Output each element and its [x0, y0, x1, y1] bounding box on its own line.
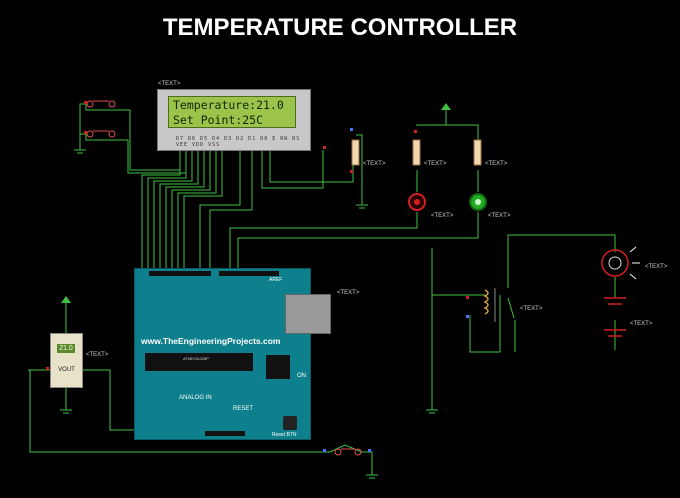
voltmeter-label: VOUT [58, 367, 75, 373]
lcd-line-1: Temperature:21.0 [173, 98, 284, 112]
tag-green-led: <TEXT> [488, 213, 511, 219]
reset-label: RESET [233, 406, 254, 412]
wire-relay-switch [507, 234, 616, 288]
website-label: www.TheEngineeringProjects.com [141, 336, 281, 346]
wire-relay-to-board [469, 295, 501, 353]
potentiometer [351, 139, 360, 166]
battery [604, 297, 626, 337]
wire-lcd-d6 [147, 150, 187, 270]
tag-green-res: <TEXT> [485, 161, 508, 167]
switch-top [86, 100, 116, 108]
wire-switch-bottom [85, 134, 186, 174]
resistor-green-led [473, 139, 482, 166]
analog-header [205, 431, 245, 436]
lcd-screen: Temperature:21.0 Set Point:25C [168, 96, 296, 128]
wire-red-led-to-board [229, 212, 418, 270]
arduino-board: AREF www.TheEngineeringProjects.com ATME… [134, 268, 331, 440]
tag-pot: <TEXT> [363, 161, 386, 167]
wire-led-top [416, 124, 479, 140]
wire-lcd-rs [209, 150, 253, 270]
chip-label: ATMEGA328P [183, 356, 209, 361]
wire-switches-gnd [79, 103, 86, 150]
wire-switch-top [85, 104, 180, 171]
lcd-pin-labels: D7 D6 D5 D4 D3 D2 D1 D0 E RW RS VEE VDD … [176, 136, 301, 148]
page-title: TEMPERATURE CONTROLLER [162, 14, 518, 41]
resistor-red-led [412, 139, 421, 166]
tag-arduino: <TEXT> [337, 290, 360, 296]
power-arrow-led [441, 103, 451, 110]
tag-red-led: <TEXT> [431, 213, 454, 219]
switch-bottom [86, 130, 116, 138]
wire-lcd-d1 [177, 150, 217, 270]
digital-header-right [219, 271, 279, 276]
lcd-line-2: Set Point:25C [173, 113, 264, 127]
tag-voltmeter: <TEXT> [86, 352, 109, 358]
analog-in-label: ANALOG IN [179, 395, 212, 401]
voltmeter: 21.0 VOUT [50, 333, 83, 388]
wire-green-led-to-board [237, 212, 479, 270]
switch-bottom-center [334, 448, 362, 456]
on-label: ON [297, 373, 306, 379]
wire-bottom-left [29, 370, 330, 453]
voltmeter-reading: 21.0 [57, 344, 75, 353]
wire-bottom-switch [329, 444, 373, 475]
wire-lcd-d5 [153, 150, 193, 270]
microcontroller-chip: ATMEGA328P [145, 353, 253, 371]
reset-button[interactable] [283, 416, 297, 430]
wire-lcd-d3 [165, 150, 205, 270]
wire-pot-supply [356, 134, 363, 205]
wire-lcd-d0 [183, 150, 223, 270]
tag-lamp: <TEXT> [645, 264, 668, 270]
aref-label: AREF [269, 277, 283, 283]
wire-lcd-e [199, 150, 241, 270]
digital-header-left [149, 271, 211, 276]
usb-port [285, 294, 331, 334]
lamp [601, 246, 640, 280]
tag-red-res: <TEXT> [424, 161, 447, 167]
lcd-display: Temperature:21.0 Set Point:25C D7 D6 D5 … [157, 89, 311, 151]
wire-lcd-d2 [171, 150, 211, 270]
wire-lcd-d7 [141, 150, 181, 270]
wire-lcd-d4 [159, 150, 199, 270]
wire-lcd-vss [269, 150, 354, 183]
relay [483, 289, 489, 315]
wire-vout [81, 369, 150, 431]
tag-lcd: <TEXT> [158, 81, 181, 87]
tag-relay: <TEXT> [520, 306, 543, 312]
tag-battery: <TEXT> [630, 321, 653, 327]
wire-lcd-vdd [261, 150, 324, 189]
reset-button-label: Reset BTN [272, 432, 297, 438]
usb-chip [266, 355, 290, 379]
power-arrow-vm [61, 296, 71, 303]
